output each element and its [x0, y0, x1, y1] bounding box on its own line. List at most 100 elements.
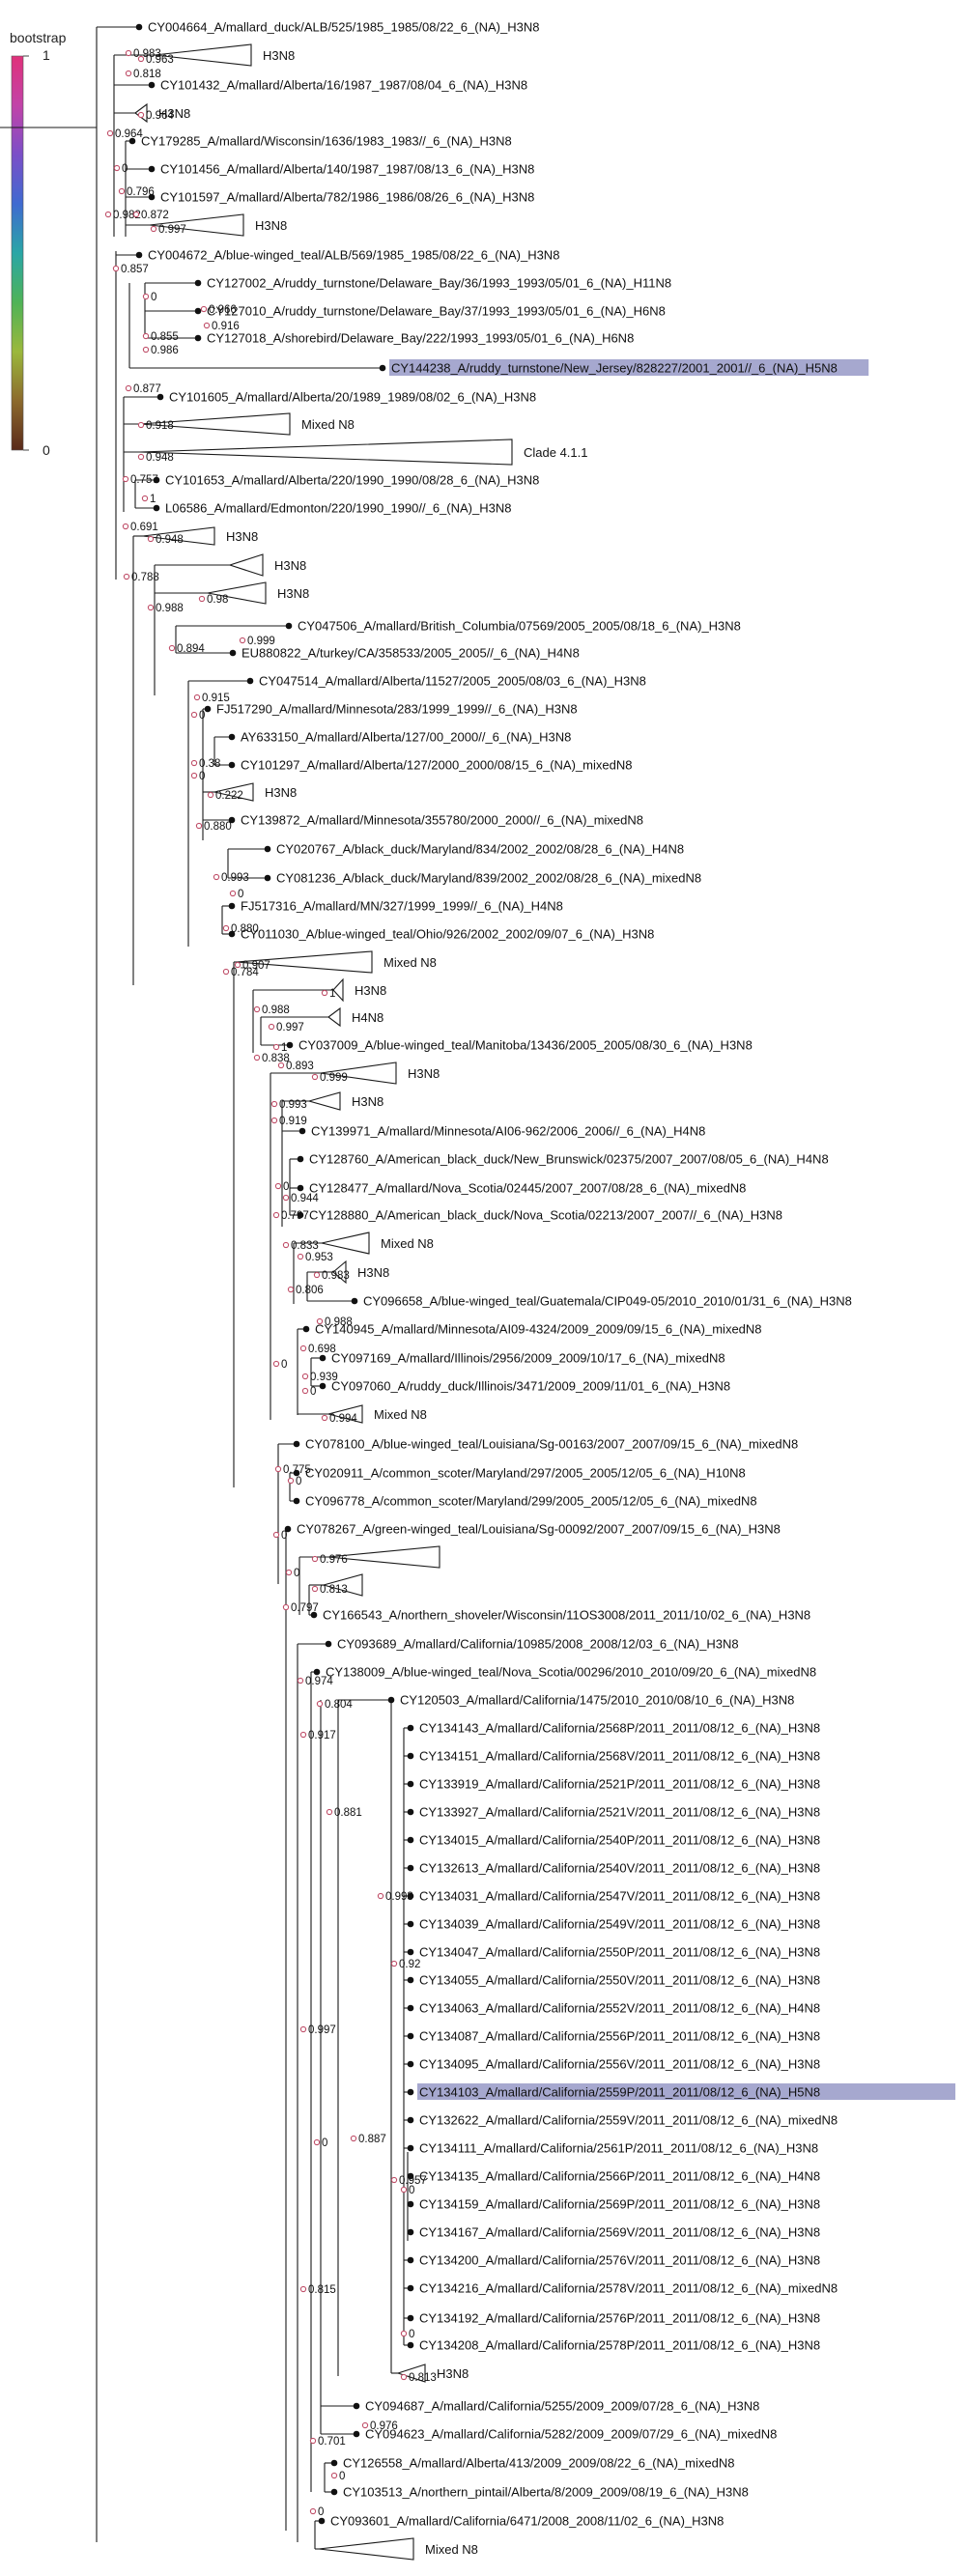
internal-node-marker	[122, 523, 129, 530]
tip-node	[387, 1696, 395, 1704]
leaf-label: CY103513_A/northern_pintail/Alberta/8/20…	[343, 2485, 749, 2500]
tip-node	[407, 2032, 414, 2040]
internal-node-marker	[299, 1345, 307, 1352]
support-value: 0.993	[279, 1099, 307, 1111]
leaf-label: CY101653_A/mallard/Alberta/220/1990_1990…	[165, 473, 539, 488]
leaf-label: CY101605_A/mallard/Alberta/20/1989_1989/…	[169, 390, 536, 405]
internal-node-marker	[168, 644, 176, 652]
tip-node	[318, 2517, 326, 2525]
leaf-label: CY134111_A/mallard/California/2561P/2011…	[419, 2141, 818, 2156]
support-value: 0.963	[146, 54, 174, 66]
internal-node-marker	[361, 2421, 369, 2429]
internal-node-marker	[106, 129, 114, 137]
leaf-label: CY097060_A/ruddy_duck/Illinois/3471/2009…	[331, 1379, 730, 1394]
leaf-label: CY004672_A/blue-winged_teal/ALB/569/1985…	[148, 248, 559, 263]
tip-node	[135, 23, 143, 31]
support-value: 0.974	[305, 1676, 333, 1687]
tip-node	[204, 705, 212, 713]
leaf-label: CY138009_A/blue-winged_teal/Nova_Scotia/…	[326, 1665, 816, 1680]
leaf-label: CY020911_A/common_scoter/Maryland/297/20…	[305, 1466, 746, 1481]
support-value: 0.939	[310, 1372, 338, 1383]
leaf-label: CY134143_A/mallard/California/2568P/2011…	[419, 1721, 820, 1736]
tip-node	[353, 2402, 360, 2410]
internal-node-marker	[285, 1569, 293, 1576]
support-value: 0	[409, 2329, 414, 2340]
leaf-label: CY093601_A/mallard/California/6471/2008_…	[330, 2514, 724, 2529]
leaf-label: CY128880_A/American_black_duck/Nova_Scot…	[309, 1208, 782, 1223]
support-value: 1	[281, 1042, 287, 1054]
tip-node	[407, 2088, 414, 2096]
collapsed-clade-label: Mixed N8	[381, 1236, 434, 1251]
support-value: 0.92	[399, 1959, 420, 1970]
tip-node	[407, 2200, 414, 2208]
internal-node-marker	[147, 604, 155, 611]
leaf-label: CY101456_A/mallard/Alberta/140/1987_1987…	[160, 162, 534, 177]
internal-node-marker	[213, 873, 220, 881]
internal-node-marker	[137, 55, 145, 63]
internal-node-marker	[282, 1194, 290, 1202]
support-value: 0.880	[231, 923, 259, 935]
internal-node-marker	[282, 1241, 290, 1249]
internal-node-marker	[299, 2025, 307, 2033]
tip-node	[407, 2256, 414, 2264]
leaf-label: CY011030_A/blue-winged_teal/Ohio/926/200…	[241, 927, 654, 942]
leaf-labels: CY004664_A/mallard_duck/ALB/525/1985_198…	[128, 20, 955, 2529]
support-value: 0.988	[262, 1005, 290, 1016]
support-value: 0.887	[358, 2134, 386, 2145]
support-value: 0.833	[291, 1240, 319, 1252]
internal-node-marker	[299, 2285, 307, 2293]
support-value: 0.872	[141, 210, 169, 221]
leaf-label: CY101597_A/mallard/Alberta/782/1986_1986…	[160, 190, 534, 205]
internal-node-marker	[272, 1043, 280, 1051]
tip-node	[407, 1836, 414, 1844]
leaf-label: CY127010_A/ruddy_turnstone/Delaware_Bay/…	[207, 304, 666, 319]
leaf-label: CY134103_A/mallard/California/2559P/2011…	[419, 2085, 820, 2100]
tip-node	[135, 251, 143, 259]
collapsed-clade-label: H3N8	[265, 785, 297, 800]
support-value: 0.907	[242, 960, 270, 972]
internal-node-marker	[190, 759, 198, 767]
support-value: 0.804	[325, 1699, 353, 1711]
legend-title: bootstrap	[10, 30, 67, 45]
collapsed-clade-label: H3N8	[408, 1066, 440, 1081]
support-value: 0.877	[133, 383, 161, 395]
support-value: 0.788	[131, 572, 159, 583]
internal-node-marker	[200, 305, 208, 313]
tip-node	[228, 930, 236, 938]
support-value: 0.98	[207, 594, 228, 606]
leaf-label: CY093689_A/mallard/California/10985/2008…	[337, 1637, 739, 1652]
collapsed-clade-triangle	[327, 1545, 440, 1569]
collapsed-clade-triangle	[332, 977, 344, 1003]
support-value: 0.964	[115, 128, 143, 140]
internal-node-marker	[239, 637, 246, 644]
internal-node-marker	[301, 1387, 309, 1395]
support-value: 0.38	[199, 758, 220, 770]
leaf-label: CY134015_A/mallard/California/2540P/2011…	[419, 1833, 820, 1848]
tip-node	[194, 334, 202, 342]
support-value: 0.944	[291, 1193, 319, 1204]
support-value: 0.997	[158, 224, 186, 236]
support-value: 0	[294, 1568, 299, 1579]
collapsed-clade-label: Mixed N8	[301, 417, 355, 432]
internal-node-marker	[321, 1414, 328, 1422]
internal-node-marker	[297, 1253, 304, 1260]
tip-node	[153, 476, 160, 484]
internal-node-marker	[287, 1286, 295, 1293]
tip-node	[407, 2144, 414, 2152]
support-value: 0	[281, 1359, 287, 1371]
internal-node-marker	[400, 2330, 408, 2337]
support-value: 0.997	[308, 2024, 336, 2036]
internal-node-marker	[253, 1005, 261, 1013]
internal-node-marker	[311, 1555, 319, 1563]
support-value: 0	[122, 163, 128, 175]
leaf-label: CY047514_A/mallard/Alberta/11527/2005_20…	[259, 674, 646, 689]
internal-node-marker	[272, 1211, 280, 1219]
highlighted-leaf-bar	[389, 359, 869, 376]
tip-node	[228, 733, 236, 741]
internal-node-marker	[326, 1808, 333, 1816]
internal-node-marker	[190, 711, 198, 719]
leaf-label: CY078267_A/green-winged_teal/Louisiana/S…	[297, 1522, 781, 1537]
tip-node	[407, 1808, 414, 1816]
tip-node	[407, 2341, 414, 2349]
support-value: 0.994	[329, 1413, 357, 1425]
